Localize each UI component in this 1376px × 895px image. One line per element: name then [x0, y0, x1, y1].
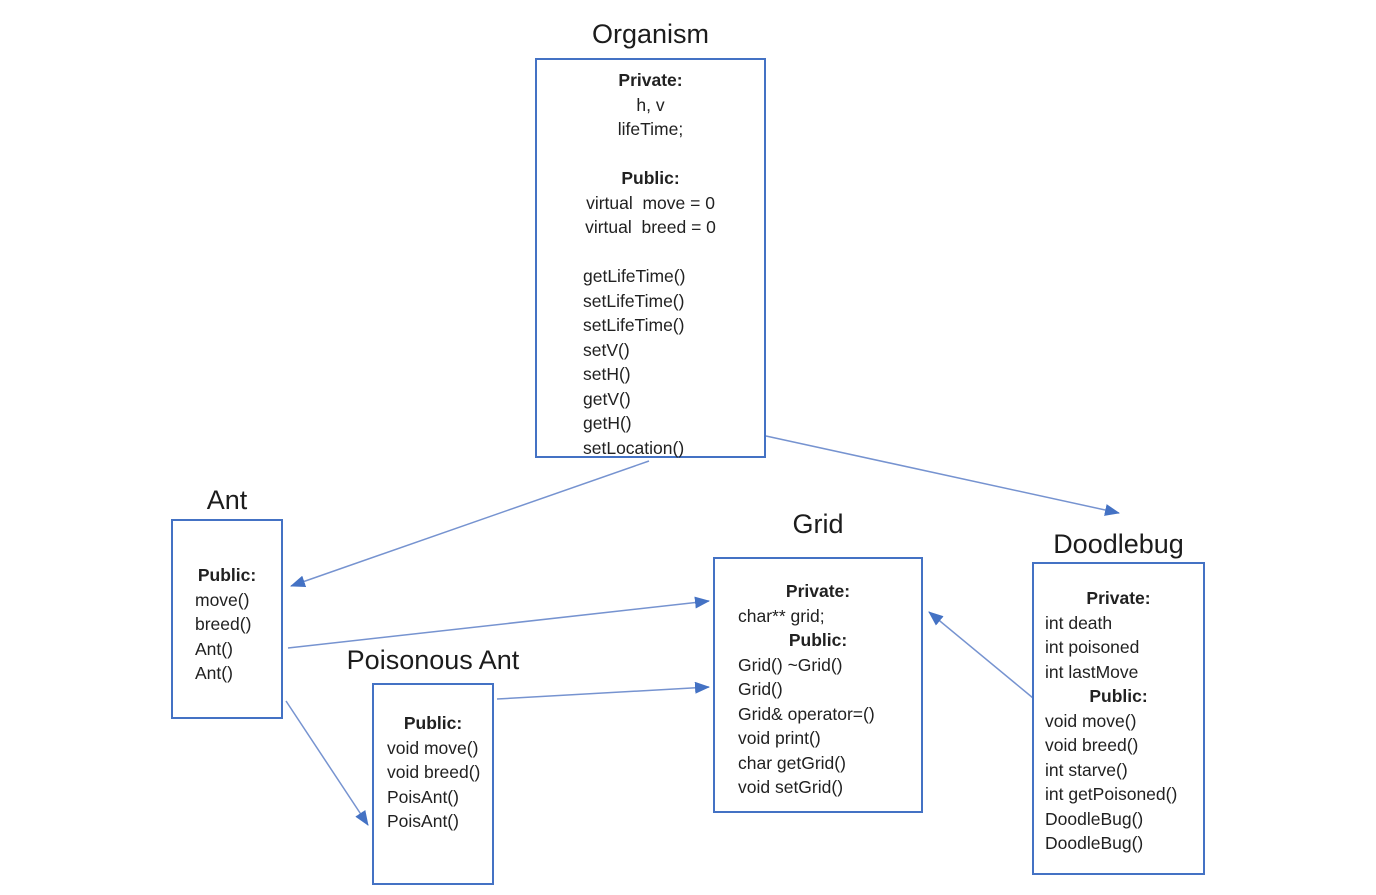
member-line: void move() [387, 737, 479, 758]
member-line: PoisAnt() [387, 786, 459, 807]
member-line: Grid() ~Grid() [738, 654, 843, 675]
member-line: int starve() [1045, 759, 1128, 780]
member-line: DoodleBug() [1045, 808, 1144, 829]
spacer-line [537, 142, 764, 167]
member-line: Public: [403, 713, 463, 733]
member-line: setH() [583, 364, 631, 384]
class-box-poisonous-ant: Public: void move() void breed() PoisAnt… [372, 683, 494, 885]
arrow-ant-to-grid [287, 596, 710, 649]
member-line: lifeTime; [617, 119, 684, 139]
member-line: void print() [738, 728, 821, 748]
member-line: Ant() [195, 663, 233, 683]
spacer-line [537, 240, 764, 265]
member-line: Ant() [195, 638, 233, 659]
member-line: int poisoned [1045, 637, 1140, 657]
member-line: Public: [197, 565, 257, 585]
member-line: breed() [195, 614, 252, 634]
member-line: PoisAnt() [387, 811, 459, 831]
member-line: Private: [785, 581, 851, 601]
member-line: h, v [636, 94, 665, 115]
member-line: setV() [583, 339, 630, 360]
arrow-organism-to-doodlebug [765, 435, 1120, 516]
member-line: virtual breed = 0 [585, 217, 716, 237]
arrow-poisonous-ant-to-grid [496, 681, 710, 700]
arrow-organism-to-ant [290, 460, 650, 588]
member-line: getLifeTime() [583, 266, 686, 286]
member-line: Grid() [738, 679, 783, 699]
member-line: int lastMove [1045, 661, 1139, 682]
member-line: DoodleBug() [1045, 833, 1144, 853]
member-line: void breed() [1045, 735, 1139, 755]
member-line: getV() [583, 388, 631, 409]
member-line: Public: [621, 168, 680, 188]
member-line: Public: [788, 630, 848, 650]
class-title-grid: Grid [792, 509, 844, 539]
member-line: Grid& operator=() [738, 703, 875, 724]
member-line: move() [195, 589, 250, 610]
class-box-ant: Public: move() breed() Ant() Ant() [171, 519, 283, 719]
member-line: setLifeTime() [583, 315, 685, 335]
member-line: char getGrid() [738, 752, 846, 773]
arrow-doodlebug-to-grid [928, 611, 1034, 699]
member-line: Public: [1089, 686, 1148, 706]
arrow-ant-to-poisonous-ant [285, 700, 369, 826]
class-title-doodlebug: Doodlebug [1053, 529, 1184, 559]
member-line: Private: [618, 70, 683, 90]
member-line: setLocation() [583, 437, 685, 458]
class-box-doodlebug: Private: int death int poisoned int last… [1032, 562, 1205, 875]
member-line: void setGrid() [738, 777, 844, 797]
member-line: char** grid; [738, 605, 825, 626]
member-line: setLifeTime() [583, 290, 685, 311]
class-title-poisonous-ant: Poisonous Ant [346, 645, 520, 675]
class-title-organism: Organism [591, 19, 710, 49]
member-line: Private: [1086, 588, 1151, 608]
class-box-organism: Private: h, v lifeTime; Public: virtual … [535, 58, 766, 458]
class-box-grid: Private: char** grid; Public: Grid() ~Gr… [713, 557, 923, 813]
member-line: void move() [1045, 710, 1137, 731]
member-line: int death [1045, 612, 1113, 633]
member-line: void breed() [387, 762, 481, 782]
class-title-ant: Ant [206, 485, 248, 515]
member-line: getH() [583, 413, 632, 433]
member-line: int getPoisoned() [1045, 784, 1178, 804]
member-line: virtual move = 0 [586, 192, 715, 213]
